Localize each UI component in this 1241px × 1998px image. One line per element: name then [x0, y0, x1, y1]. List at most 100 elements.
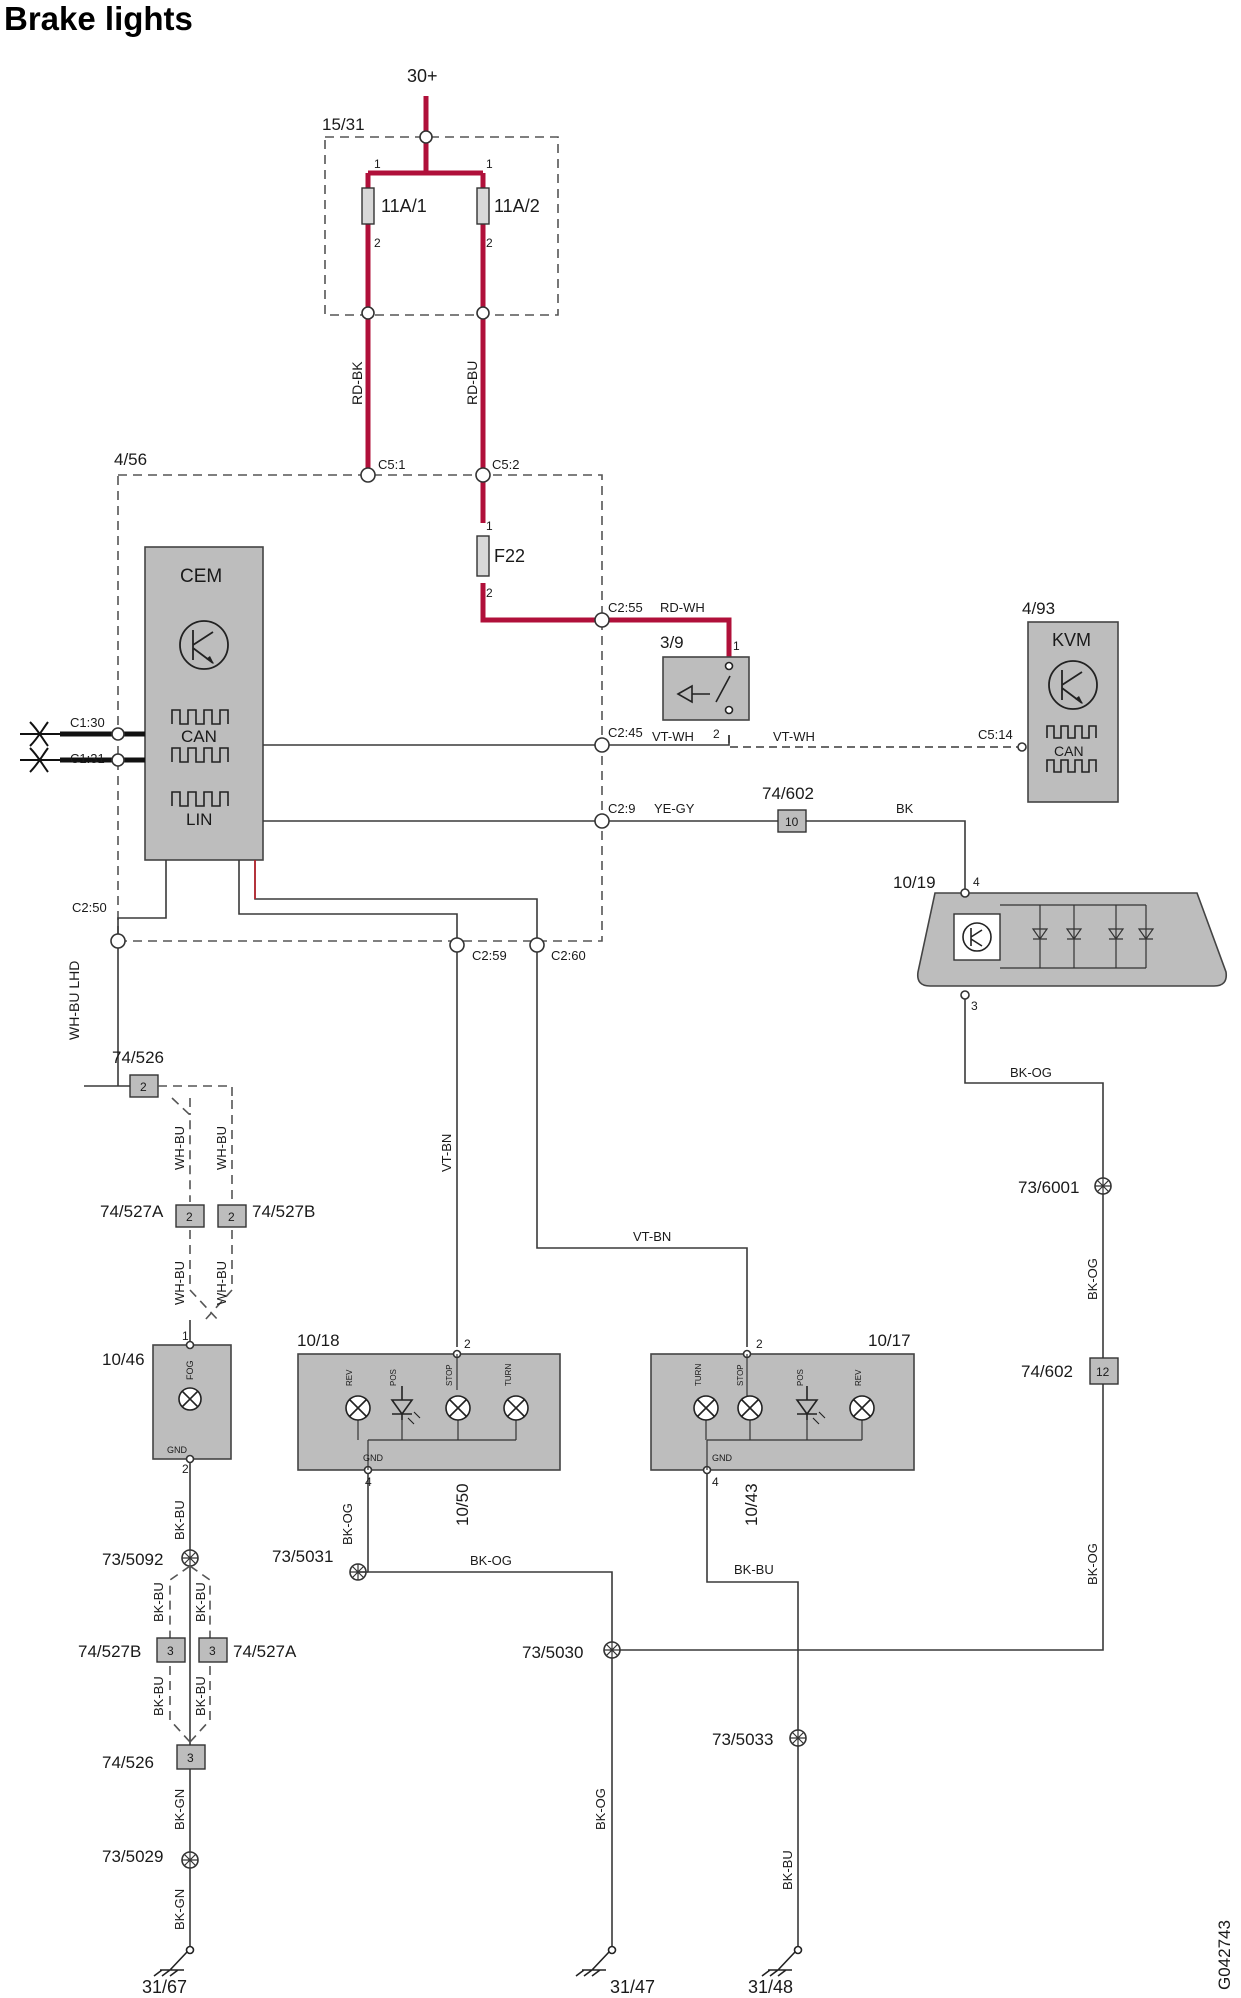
- can-waveform-icon: [171, 709, 229, 807]
- wire-label-vt-wh: VT-WH: [652, 729, 694, 744]
- connector-74-602-pin-12: [1089, 1357, 1119, 1385]
- cem-block: [144, 546, 264, 861]
- fuse-11a2: [476, 187, 490, 225]
- splice-73-5030: [603, 1641, 621, 1659]
- lamp-left-pin-id: 10/50: [453, 1483, 472, 1526]
- fuse-f22: [476, 535, 490, 577]
- ground-icon: [575, 1945, 617, 1977]
- ground-icon: [153, 1945, 195, 1977]
- fuse-box-outline: [324, 136, 559, 316]
- pin-label: 2: [486, 236, 493, 250]
- pin-label: 1: [486, 157, 493, 171]
- splice-73-5092-label: 73/5092: [102, 1550, 163, 1569]
- wire-label-bk-og: BK-OG: [340, 1503, 355, 1545]
- pin-label: 2: [713, 727, 720, 741]
- ground-31-47-label: 31/47: [610, 1977, 655, 1997]
- wire-label-wh-bu: WH-BU: [214, 1261, 229, 1305]
- pin-label-c2-60: C2:60: [551, 948, 586, 963]
- connector-74-602-label: 74/602: [1021, 1362, 1073, 1381]
- splice-73-5029-label: 73/5029: [102, 1847, 163, 1866]
- pin-node: [185, 1454, 195, 1464]
- connector-74-527b-label: 74/527B: [252, 1202, 315, 1221]
- lamp-function-label: REV: [345, 1369, 354, 1386]
- pin-label: 1: [374, 157, 381, 171]
- fuse-node: [361, 306, 375, 320]
- splice-73-5033: [789, 1729, 807, 1747]
- lamp-function-label: STOP: [445, 1364, 454, 1386]
- lamp-right-internal-wiring: [705, 1354, 863, 1470]
- fog-label: FOG: [185, 1361, 195, 1381]
- transistor-icon: [1048, 660, 1098, 710]
- connector-74-527a-label: 74/527A: [100, 1202, 164, 1221]
- splice-73-5029: [181, 1851, 199, 1869]
- connector-pin-label: 12: [1096, 1365, 1110, 1379]
- can-bus-lines: [20, 721, 145, 773]
- kvm-pin-label: C5:14: [978, 727, 1013, 742]
- connector-74-527b-pin-3: [156, 1637, 186, 1663]
- fuse-box-id: 15/31: [322, 115, 365, 134]
- connector-74-526-pin-3: [176, 1744, 206, 1770]
- connector-74-602-pin-10: [777, 809, 807, 833]
- pin-label: 2: [756, 1337, 763, 1351]
- connector-74-526-label: 74/526: [112, 1048, 164, 1067]
- splice-73-5031-label: 73/5031: [272, 1547, 333, 1566]
- supply-label: 30+: [407, 66, 438, 86]
- pin-label: 2: [486, 586, 493, 600]
- high-brake-light-id: 10/19: [893, 873, 936, 892]
- connector-pin-label: 3: [209, 1644, 216, 1658]
- splice-73-5092: [181, 1549, 199, 1567]
- connector-74-527b-label: 74/527B: [78, 1642, 141, 1661]
- wire-label-bk-og: BK-OG: [1010, 1065, 1052, 1080]
- lamp-icon: [178, 1387, 202, 1411]
- wire-label-rd-wh: RD-WH: [660, 600, 705, 615]
- wire-label-bk-bu: BK-BU: [734, 1562, 774, 1577]
- ground-icon: [761, 1945, 803, 1977]
- connector-pin-label: 3: [187, 1751, 194, 1765]
- cem-name: CEM: [180, 566, 222, 587]
- connector-74-527a-pin-3: [198, 1637, 228, 1663]
- kvm-pin: [1017, 742, 1027, 752]
- led-icon: [795, 1386, 826, 1425]
- connector-74-527b-pin-2: [217, 1204, 247, 1228]
- pin-label-c2-45: C2:45: [608, 725, 643, 740]
- fuse-node: [476, 306, 490, 320]
- lamp-left-internal-wiring: [357, 1354, 517, 1470]
- connector-pin-label: 2: [228, 1210, 235, 1224]
- wire-label-bk-gn: BK-GN: [172, 1789, 187, 1830]
- fuse-11a1: [361, 187, 375, 225]
- connector-pin-label: 2: [140, 1080, 147, 1094]
- lhd-rhd-dashed-split: [158, 1085, 233, 1202]
- splice-73-6001-label: 73/6001: [1018, 1178, 1079, 1197]
- gnd-label: GND: [167, 1445, 188, 1455]
- connector-74-527a-label: 74/527A: [233, 1642, 297, 1661]
- wire-label-bk-bu: BK-BU: [151, 1676, 166, 1716]
- pin-label-c2-55: C2:55: [608, 600, 643, 615]
- lamp-function-label: TURN: [504, 1364, 513, 1386]
- wire-label-bk-og: BK-OG: [470, 1553, 512, 1568]
- pin-label-c1-31: C1:31: [70, 751, 105, 766]
- supply-node: [419, 130, 433, 144]
- wire-label-wh-bu: WH-BU: [172, 1261, 187, 1305]
- lamp-right-id: 10/17: [868, 1331, 911, 1350]
- cem-pin-c5-2: [475, 467, 491, 483]
- pin-label-c5-1: C5:1: [378, 457, 405, 472]
- pin-label-c2-9: C2:9: [608, 801, 635, 816]
- gnd-label: GND: [363, 1453, 384, 1463]
- cem-module-outline: [117, 474, 603, 942]
- cem-pin-c1-31: [111, 753, 125, 767]
- pin-node: [960, 888, 970, 898]
- pin-label: 4: [973, 875, 980, 889]
- cem-pin-c1-30: [111, 727, 125, 741]
- pin-node: [960, 990, 970, 1000]
- cem-pin-c2-55: [594, 612, 610, 628]
- transistor-icon: [962, 922, 992, 952]
- wire-label-vt-wh: VT-WH: [773, 729, 815, 744]
- splice-73-5033-label: 73/5033: [712, 1730, 773, 1749]
- lamp-icon: [345, 1395, 529, 1421]
- kvm-module-id: 4/93: [1022, 599, 1055, 618]
- pin-label: 3: [971, 999, 978, 1013]
- wire-label-bk-gn: BK-GN: [172, 1889, 187, 1930]
- connector-74-527a-pin-2: [175, 1204, 205, 1228]
- pin-label: 2: [182, 1462, 189, 1476]
